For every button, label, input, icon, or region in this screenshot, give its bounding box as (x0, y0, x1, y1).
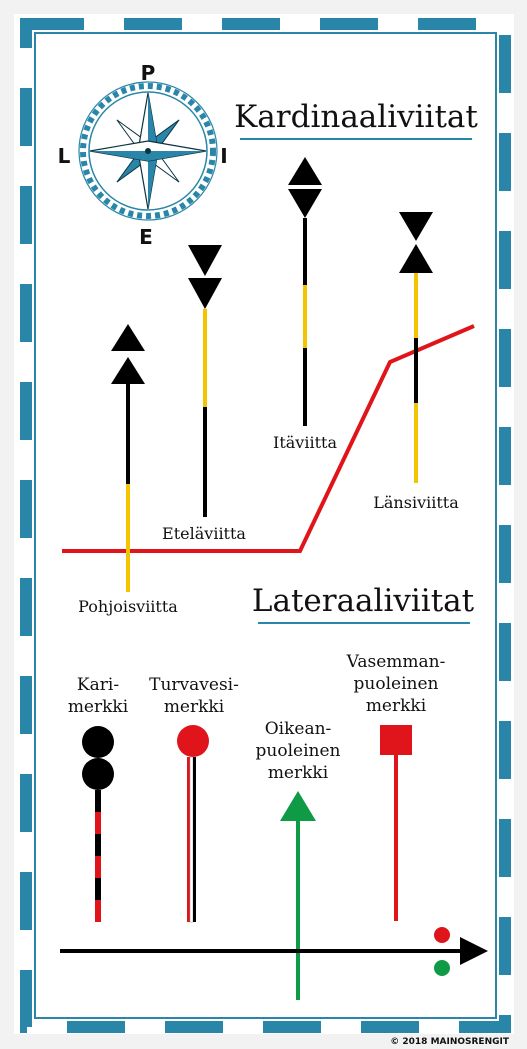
red-dot (434, 927, 450, 943)
east-cardinal-marker (288, 157, 322, 426)
cardinal-heading: Kardinaaliviitat (234, 99, 478, 135)
south-cardinal-marker (188, 245, 222, 517)
starboard-marker (280, 791, 316, 1000)
dashed-frame (20, 18, 511, 1033)
compass-east-letter: I (220, 144, 227, 168)
turvavesi-marker (177, 725, 209, 923)
oikea-label-line3: merkki (268, 763, 329, 783)
vasemman-label-line1: Vasemman- (346, 652, 446, 672)
green-dot (434, 960, 450, 976)
fairway-direction-arrow (60, 937, 488, 965)
compass-north-letter: P (141, 61, 156, 85)
oikea-label-line2: puoleinen (256, 741, 341, 761)
east-marker-label: Itäviitta (273, 433, 337, 452)
west-marker-label: Länsiviitta (373, 493, 459, 512)
copyright-text: © 2018 MAINOSRENGIT (390, 1037, 510, 1047)
north-marker-label: Pohjoisviitta (78, 597, 178, 616)
west-cardinal-marker (399, 212, 433, 483)
vasemman-label-line3: merkki (366, 696, 427, 716)
oikea-label-line1: Oikean- (265, 719, 332, 739)
kari-label-line1: Kari- (77, 675, 119, 695)
compass-south-letter: E (139, 225, 153, 249)
kari-marker (82, 726, 114, 922)
shoal-line (62, 324, 475, 553)
lateral-heading: Lateraaliviitat (252, 583, 475, 619)
kari-label-line2: merkki (68, 697, 129, 717)
port-marker (380, 725, 412, 921)
compass-west-letter: L (58, 144, 71, 168)
vasemman-label-line2: puoleinen (354, 674, 439, 694)
north-cardinal-marker (111, 324, 145, 592)
south-marker-label: Eteläviitta (162, 524, 246, 543)
turvavesi-label-line2: merkki (164, 697, 225, 717)
compass-rose (78, 81, 218, 221)
turvavesi-label-line1: Turvavesi- (149, 675, 239, 695)
